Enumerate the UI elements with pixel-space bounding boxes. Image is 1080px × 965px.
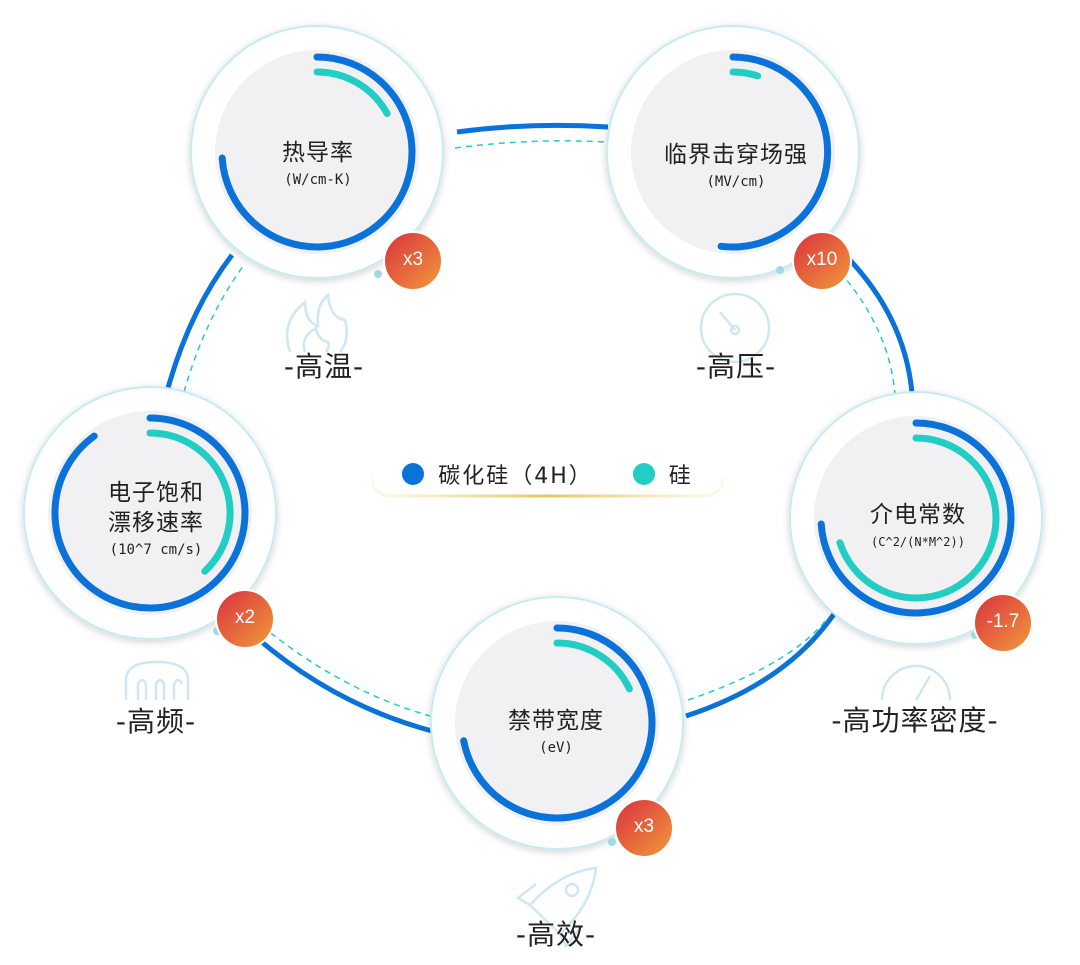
card-bandgap-label: 禁带宽度 (eV) — [466, 706, 646, 758]
legend-item-sic: 碳化硅（4H） — [402, 458, 593, 490]
legend-dot-si — [632, 463, 655, 485]
card-breakdown-disc — [631, 50, 835, 254]
ring-segment-left-bottom — [255, 636, 433, 734]
card-breakdown-sic-arc — [717, 53, 832, 251]
badge-saturation: x2 — [234, 607, 256, 628]
card-bandgap-sic-arc — [460, 624, 656, 822]
legend-item-si: 硅 — [632, 458, 693, 490]
ring-segment-right-bottom — [685, 606, 841, 719]
badge-bandgap: x3 — [633, 816, 655, 837]
card-dielectric-label: 介电常数 (C^2/(N*M^2)) — [828, 500, 1008, 552]
card-saturation-disc — [48, 411, 252, 615]
card-bandgap-si-arc — [553, 639, 633, 693]
card-thermal-sic-arc — [218, 53, 416, 251]
wave-icon — [124, 660, 190, 700]
card-saturation-unit: (10^7 cm/s) — [109, 542, 203, 558]
card-dielectric-title: 介电常数 — [870, 502, 966, 528]
caption-high-temp: -高温- — [283, 350, 365, 383]
gauge-icon — [699, 292, 771, 364]
card-dielectric-si-arc — [836, 434, 1000, 602]
badge-thermal: x3 — [402, 249, 424, 270]
caption-high-frequency: -高频- — [115, 705, 197, 738]
card-saturation-title-2: 漂移速率 — [108, 510, 204, 536]
card-thermal-title: 热导率 — [282, 140, 354, 166]
caption-high-efficiency: -高效- — [515, 918, 597, 951]
card-saturation-si-arc — [146, 429, 234, 575]
card-dielectric — [789, 391, 1043, 653]
dash-segment-right-bottom — [687, 619, 827, 701]
legend-underline — [370, 477, 725, 498]
meter-icon — [880, 664, 952, 701]
card-saturation — [23, 386, 277, 649]
card-dielectric-badge — [973, 593, 1033, 653]
card-bandgap-connector-dot — [608, 838, 616, 846]
inner-dashed-ring — [183, 140, 896, 717]
card-thermal-badge — [383, 231, 443, 291]
dash-segment-left — [183, 264, 245, 393]
card-breakdown-badge — [792, 231, 852, 291]
card-breakdown-title: 临界击穿场强 — [664, 142, 808, 168]
card-saturation-sic-arc — [51, 414, 249, 612]
legend: 碳化硅（4H） 硅 — [370, 452, 725, 496]
badge-breakdown: x10 — [806, 249, 838, 270]
card-thermal — [190, 25, 444, 291]
legend-label-sic: 碳化硅（4H） — [438, 464, 593, 489]
card-dielectric-unit: (C^2/(N*M^2)) — [871, 535, 965, 549]
card-breakdown-unit: (MV/cm) — [706, 174, 766, 190]
dash-segment-right — [839, 271, 896, 396]
card-saturation-title-1: 电子饱和 — [108, 480, 204, 506]
card-dielectric-sic-arc — [817, 419, 1015, 617]
card-thermal-disc — [215, 50, 419, 254]
card-bandgap-unit: (eV) — [539, 740, 573, 756]
card-saturation-label: 电子饱和 漂移速率 (10^7 cm/s) — [66, 478, 246, 560]
card-breakdown-connector-dot — [776, 266, 784, 274]
card-thermal-si-arc — [313, 68, 391, 117]
card-saturation-badge — [215, 589, 275, 649]
ring-segment-left-top — [165, 253, 234, 389]
ring-segment-right-top — [846, 256, 915, 394]
card-thermal-unit: (W/cm-K) — [284, 172, 352, 188]
card-bandgap-disc — [455, 621, 659, 825]
card-breakdown-si-arc — [729, 68, 762, 80]
card-bandgap-title: 禁带宽度 — [508, 708, 604, 734]
card-thermal-connector-dot — [374, 270, 382, 278]
card-breakdown-label: 临界击穿场强 (MV/cm) — [646, 140, 826, 192]
caption-high-power-density: -高功率密度- — [831, 704, 999, 737]
rocket-icon — [515, 866, 598, 949]
dash-segment-left-bottom — [261, 625, 431, 717]
card-breakdown — [606, 25, 860, 291]
card-thermal-label: 热导率 (W/cm-K) — [228, 138, 408, 190]
ring-segment-top — [456, 122, 609, 135]
card-dielectric-disc — [814, 416, 1018, 620]
legend-dot-sic — [402, 463, 425, 485]
card-bandgap-badge — [614, 798, 674, 858]
caption-high-voltage: -高压- — [695, 350, 777, 383]
card-bandgap — [430, 596, 684, 858]
outer-ring — [165, 122, 915, 734]
legend-label-si: 硅 — [668, 464, 693, 489]
dash-segment-top — [454, 140, 607, 149]
flame-icon — [285, 292, 348, 353]
badge-dielectric: -1.7 — [986, 611, 1020, 632]
